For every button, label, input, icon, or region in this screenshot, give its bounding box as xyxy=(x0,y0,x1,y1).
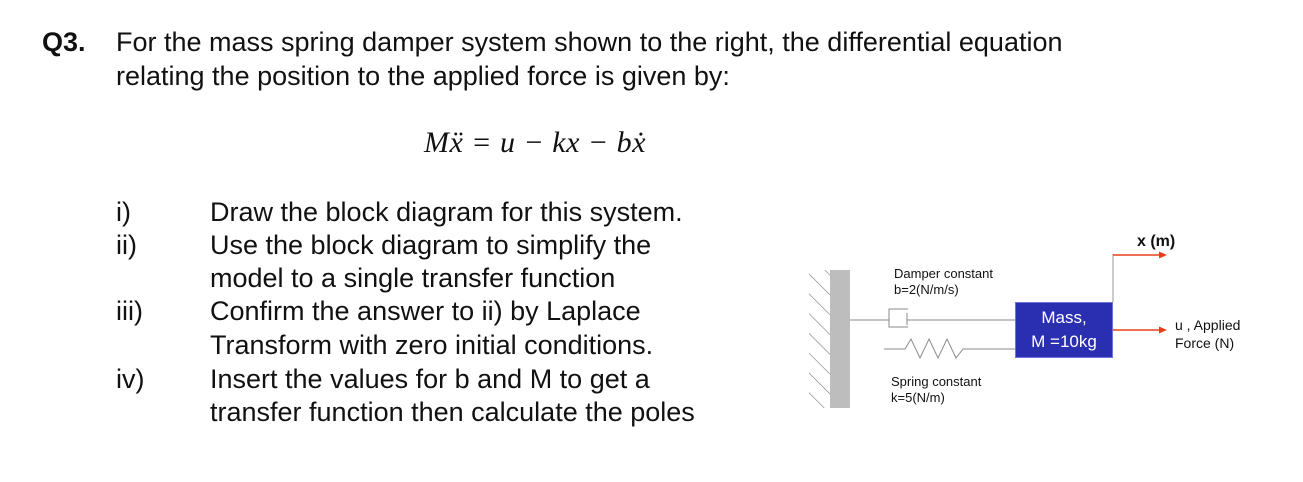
spring-label-line-2: k=5(N/m) xyxy=(891,390,945,405)
task-number-3: iii) xyxy=(116,296,143,326)
mass-label-line-1: Mass, xyxy=(1041,308,1087,327)
task-text-3-line-1: Confirm the answer to ii) by Laplace xyxy=(210,296,641,326)
mass-block: Mass, M =10kg xyxy=(1015,302,1113,358)
wall xyxy=(830,270,850,408)
force-arrow xyxy=(1113,326,1167,334)
task-number-1: i) xyxy=(116,197,131,227)
damper xyxy=(850,308,1015,328)
task-text-4-line-2: transfer function then calculate the pol… xyxy=(210,397,695,427)
task-number-2: ii) xyxy=(116,230,137,260)
task-text-1-line-1: Draw the block diagram for this system. xyxy=(210,197,683,227)
spring xyxy=(884,337,1015,360)
force-label-line-1: u , Applied xyxy=(1175,317,1241,333)
force-label: u , Applied Force (N) xyxy=(1175,316,1240,352)
damper-label-line-1: Damper constant xyxy=(894,266,993,281)
wall-hatch xyxy=(809,270,830,408)
task-text-4-line-1: Insert the values for b and M to get a xyxy=(210,364,650,394)
task-number-4: iv) xyxy=(116,364,145,394)
differential-equation: Mẍ = u − kx − bẋ xyxy=(424,126,646,159)
question-text-line-1: For the mass spring damper system shown … xyxy=(116,27,1063,57)
position-arrow xyxy=(1113,251,1167,259)
damper-label: Damper constant b=2(N/m/s) xyxy=(894,266,993,298)
spring-label-line-1: Spring constant xyxy=(891,374,982,389)
position-label: x (m) xyxy=(1137,233,1176,250)
question-text-line-2: relating the position to the applied for… xyxy=(116,61,730,91)
damper-label-line-2: b=2(N/m/s) xyxy=(894,282,959,297)
question-number: Q3. xyxy=(42,27,86,57)
task-text-3-line-2: Transform with zero initial conditions. xyxy=(210,330,654,360)
spring-label: Spring constant k=5(N/m) xyxy=(891,374,981,406)
force-label-line-2: Force (N) xyxy=(1175,335,1235,351)
mass-label-line-2: M =10kg xyxy=(1031,332,1097,351)
task-text-2-line-2: model to a single transfer function xyxy=(210,263,616,293)
task-text-2-line-1: Use the block diagram to simplify the xyxy=(210,230,652,260)
